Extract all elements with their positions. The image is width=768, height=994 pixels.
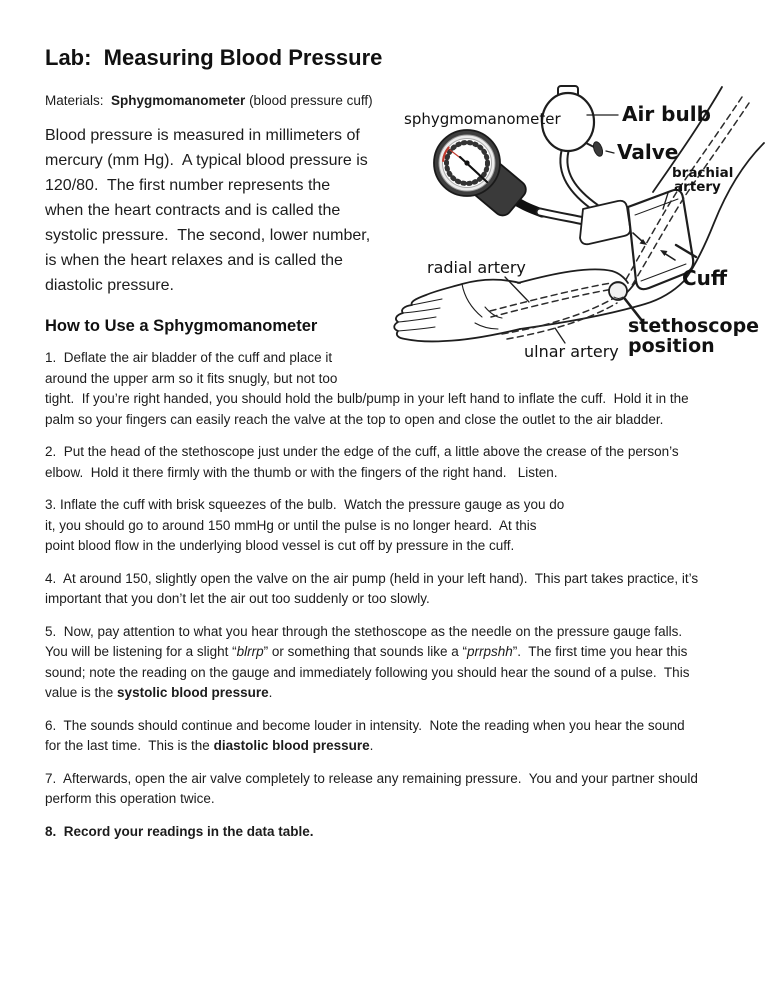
label-ulnar-artery: ulnar artery — [524, 342, 619, 361]
pressure-gauge-drawing — [433, 129, 527, 217]
step-6: 6. The sounds should continue and become… — [45, 717, 685, 754]
materials-label: Materials: — [45, 93, 112, 108]
label-cuff: Cuff — [682, 266, 728, 290]
label-stethoscope-position-1: stethoscope — [628, 315, 759, 337]
figure-sphygmomanometer: sphygmomanometer Air bulb Valve brachial… — [390, 85, 765, 378]
air-bulb-drawing — [540, 85, 596, 153]
valve-drawing — [592, 141, 604, 157]
step-2: 2. Put the head of the stethoscope just … — [45, 444, 679, 480]
section-heading: How to Use a Sphygmomanometer — [45, 317, 318, 335]
artery-dashed-lines — [489, 96, 750, 340]
label-air-bulb: Air bulb — [622, 102, 711, 126]
step-1: 1. Deflate the air bladder of the cuff a… — [45, 350, 689, 427]
label-sphygmomanometer: sphygmomanometer — [404, 110, 561, 128]
step-7: 7. Afterwards, open the air valve comple… — [45, 770, 698, 807]
label-leader-lines — [504, 114, 698, 344]
intro-paragraph: Blood pressure is measured in millimeter… — [45, 127, 371, 294]
upper-arm-outline — [652, 86, 765, 282]
step-4: 4. At around 150, slightly open the valv… — [45, 570, 699, 607]
materials-line: Materials: Sphygmomanometer (blood press… — [45, 93, 728, 109]
stethoscope-head-drawing — [608, 281, 628, 301]
step-5: 5. Now, pay attention to what you hear t… — [45, 623, 690, 701]
label-radial-artery: radial artery — [427, 258, 526, 277]
label-stethoscope-position-2: position — [628, 335, 715, 357]
label-brachial-artery-2: artery — [674, 179, 721, 195]
page-title: Lab: Measuring Blood Pressure — [45, 45, 383, 70]
sphygmomanometer-diagram: sphygmomanometer Air bulb Valve brachial… — [393, 85, 765, 361]
materials-item: Sphygmomanometer — [111, 93, 246, 108]
step-3: 3. Inflate the cuff with brisk squeezes … — [45, 497, 565, 553]
label-valve: Valve — [617, 140, 678, 164]
cuff-arrows — [632, 232, 676, 261]
materials-suffix: (blood pressure cuff) — [245, 93, 373, 108]
label-brachial-artery-1: brachial — [672, 165, 733, 181]
step-8: 8. Record your readings in the data tabl… — [45, 823, 314, 839]
